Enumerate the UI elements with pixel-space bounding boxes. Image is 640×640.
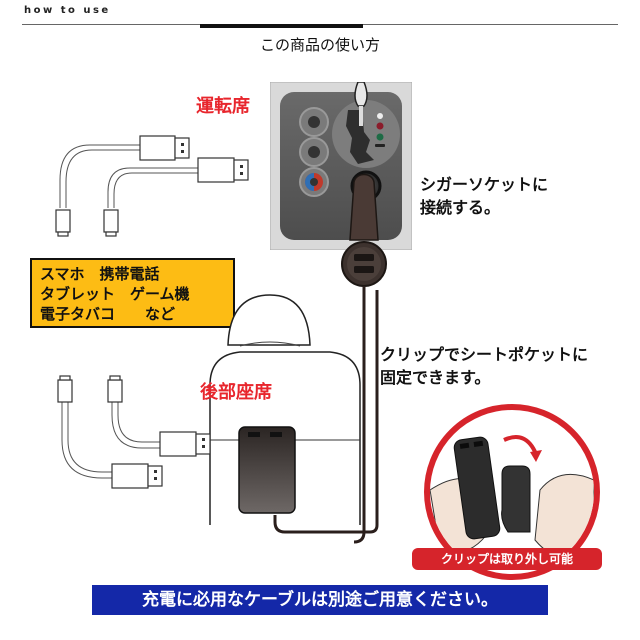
devices-line-1: スマホ 携帯電話 [40, 265, 160, 283]
clip-instruction-line2: 固定できます。 [380, 368, 491, 387]
devices-line-2: タブレット ゲーム機 [40, 285, 190, 303]
usb-hub-illustration [238, 426, 296, 514]
clip-removable-badge: クリップは取り外し可能 [412, 548, 602, 570]
clip-instruction-line1: クリップでシートポケットに [380, 345, 589, 364]
usb-cable-icon [57, 375, 211, 489]
header-accent-bar [200, 24, 363, 28]
devices-line-3: 電子タバコ など [40, 305, 176, 323]
cigar-socket-instruction-line2: 接続する。 [420, 198, 501, 217]
section-label: how to use [24, 5, 111, 16]
rear-seat-label: 後部座席 [200, 382, 272, 403]
hands-holding-hub-illustration [430, 435, 594, 559]
usb-cable-icon [55, 135, 249, 237]
car-charger-icon [341, 173, 387, 544]
compatible-devices-box: スマホ 携帯電話 タブレット ゲーム機 電子タバコ など [30, 258, 235, 328]
driver-seat-label: 運転席 [196, 96, 250, 117]
cable-notice-banner: 充電に必用なケーブルは別途ご用意ください。 [92, 585, 548, 615]
car-console-illustration [270, 82, 412, 250]
page-title: この商品の使い方 [259, 36, 380, 54]
cigar-socket-instruction-line1: シガーソケットに [420, 175, 549, 194]
curved-arrow-icon [530, 450, 542, 462]
